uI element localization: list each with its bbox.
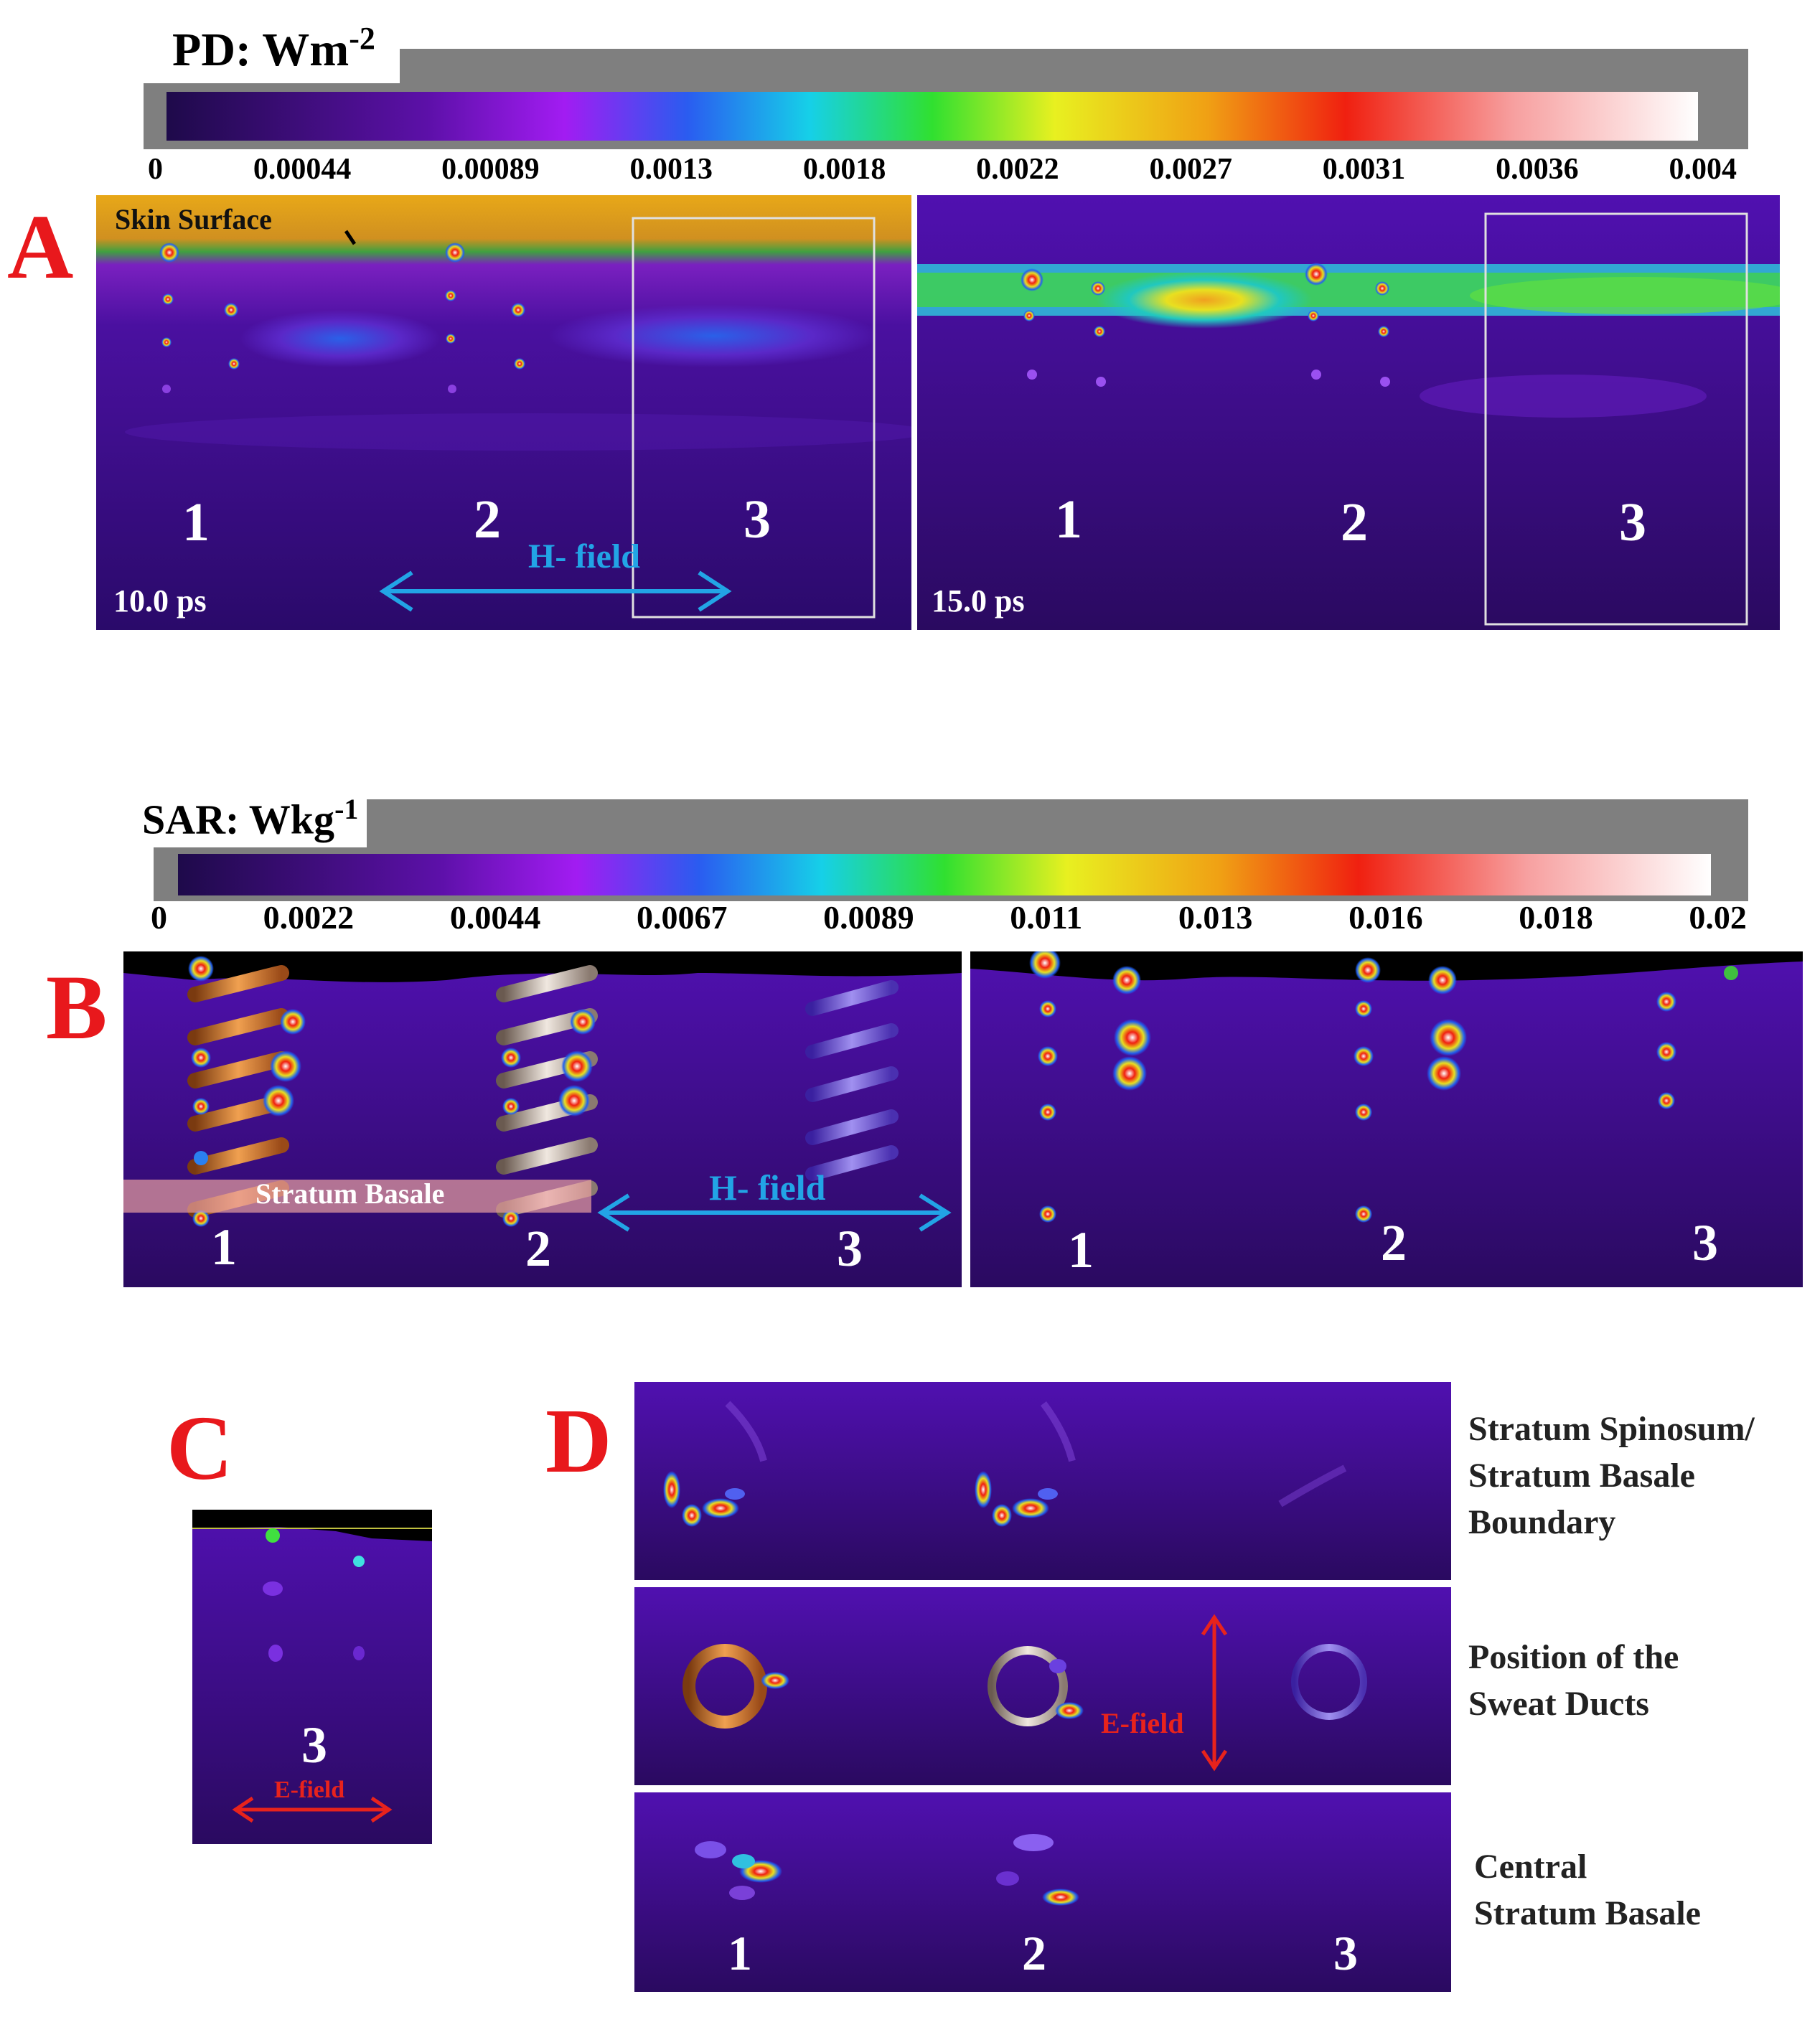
- region-box: [632, 217, 876, 619]
- panel-a-left: Skin Surface 1 2 3 H- field 10.0 ps: [96, 195, 911, 630]
- row-label-boundary: Stratum Spinosum/ Stratum Basale Boundar…: [1468, 1410, 1755, 1541]
- region-label-2: 2: [1381, 1214, 1407, 1271]
- stratum-basale-label: Stratum Basale: [255, 1177, 445, 1210]
- e-field-label: E-field: [274, 1777, 345, 1803]
- h-field-label: H- field: [709, 1167, 826, 1208]
- row-label-duct-position: Position of the Sweat Ducts: [1468, 1638, 1679, 1723]
- region-label-2: 2: [474, 489, 501, 550]
- e-field-arrow: [1201, 1614, 1228, 1772]
- time-label: 10.0 ps: [113, 583, 207, 619]
- region-label-3: 3: [744, 489, 771, 550]
- panel-b-left: Stratum Basale H- field 1 2 3: [123, 951, 962, 1287]
- region-label-2: 2: [525, 1220, 551, 1277]
- h-field-label: H- field: [528, 537, 640, 575]
- panel-d-letter: D: [545, 1390, 612, 1492]
- stratum-basale-band: [123, 1180, 591, 1213]
- panel-d-row-1: [634, 1382, 1451, 1580]
- region-label-3: 3: [301, 1716, 327, 1774]
- panel-d-row-2-map: [634, 1587, 1451, 1785]
- sweat-duct-1-ring: [682, 1644, 767, 1729]
- region-label-3: 3: [837, 1220, 863, 1277]
- sar-colorbar-title: SAR: Wkg-1: [136, 789, 367, 848]
- e-field-arrow: [232, 1796, 393, 1823]
- panel-a-left-map: [96, 195, 911, 630]
- region-label-1: 1: [728, 1926, 752, 1980]
- panel-d-row-3: 1 2 3: [634, 1792, 1451, 1992]
- sar-hotspots-b-right: [1029, 951, 1738, 1223]
- region-label-2: 2: [1341, 492, 1368, 552]
- region-label-3: 3: [1333, 1926, 1358, 1980]
- panel-d-row-2: E-field: [634, 1587, 1451, 1785]
- panel-b-left-map: [123, 951, 962, 1287]
- sar-hotspots-b-left: [188, 956, 596, 1227]
- time-label: 15.0 ps: [932, 583, 1025, 619]
- region-label-1: 1: [211, 1218, 237, 1276]
- panel-a-right-map: [917, 195, 1780, 630]
- region-label-1: 1: [182, 492, 210, 552]
- panel-b-right: 1 2 3: [970, 951, 1803, 1287]
- panel-a-right: 1 2 3 15.0 ps: [917, 195, 1780, 630]
- row-label-central-basale: Central Stratum Basale: [1474, 1848, 1701, 1932]
- sar-hotspots-d1: [663, 1401, 1347, 1527]
- sweat-duct-2-ring: [988, 1646, 1068, 1726]
- region-box: [1484, 212, 1748, 626]
- region-label-1: 1: [1055, 489, 1082, 550]
- region-label-1: 1: [1068, 1221, 1094, 1279]
- sar-colorbar: [178, 854, 1711, 895]
- h-field-arrow: [597, 1193, 952, 1232]
- pd-colorbar-title: PD: Wm-2: [139, 14, 400, 83]
- e-field-label: E-field: [1101, 1707, 1184, 1739]
- sweat-duct-3-ring: [1291, 1644, 1367, 1720]
- sar-hotspots-d3: [695, 1834, 1079, 1906]
- sweat-duct-3: [805, 980, 899, 1181]
- panel-c-letter: C: [166, 1397, 233, 1499]
- panel-d-row-1-map: [634, 1382, 1451, 1580]
- panel-b-right-map: [970, 951, 1803, 1287]
- region-label-3: 3: [1692, 1214, 1718, 1271]
- panel-a-letter: A: [7, 196, 74, 298]
- panel-b-letter: B: [46, 956, 108, 1058]
- duct-spots-a-right: [1021, 263, 1390, 387]
- h-field-arrow: [379, 570, 732, 612]
- panel-d-row-3-map: [634, 1792, 1451, 1992]
- skin-surface-pointer: [344, 230, 357, 245]
- region-label-2: 2: [1022, 1926, 1046, 1980]
- panel-c: 3 E-field: [192, 1510, 432, 1844]
- pd-colorbar: [166, 92, 1698, 141]
- duct-spots-a-left: [159, 243, 525, 393]
- skin-surface-label: Skin Surface: [115, 203, 272, 235]
- region-label-3: 3: [1619, 492, 1646, 552]
- panel-c-map: [192, 1510, 432, 1844]
